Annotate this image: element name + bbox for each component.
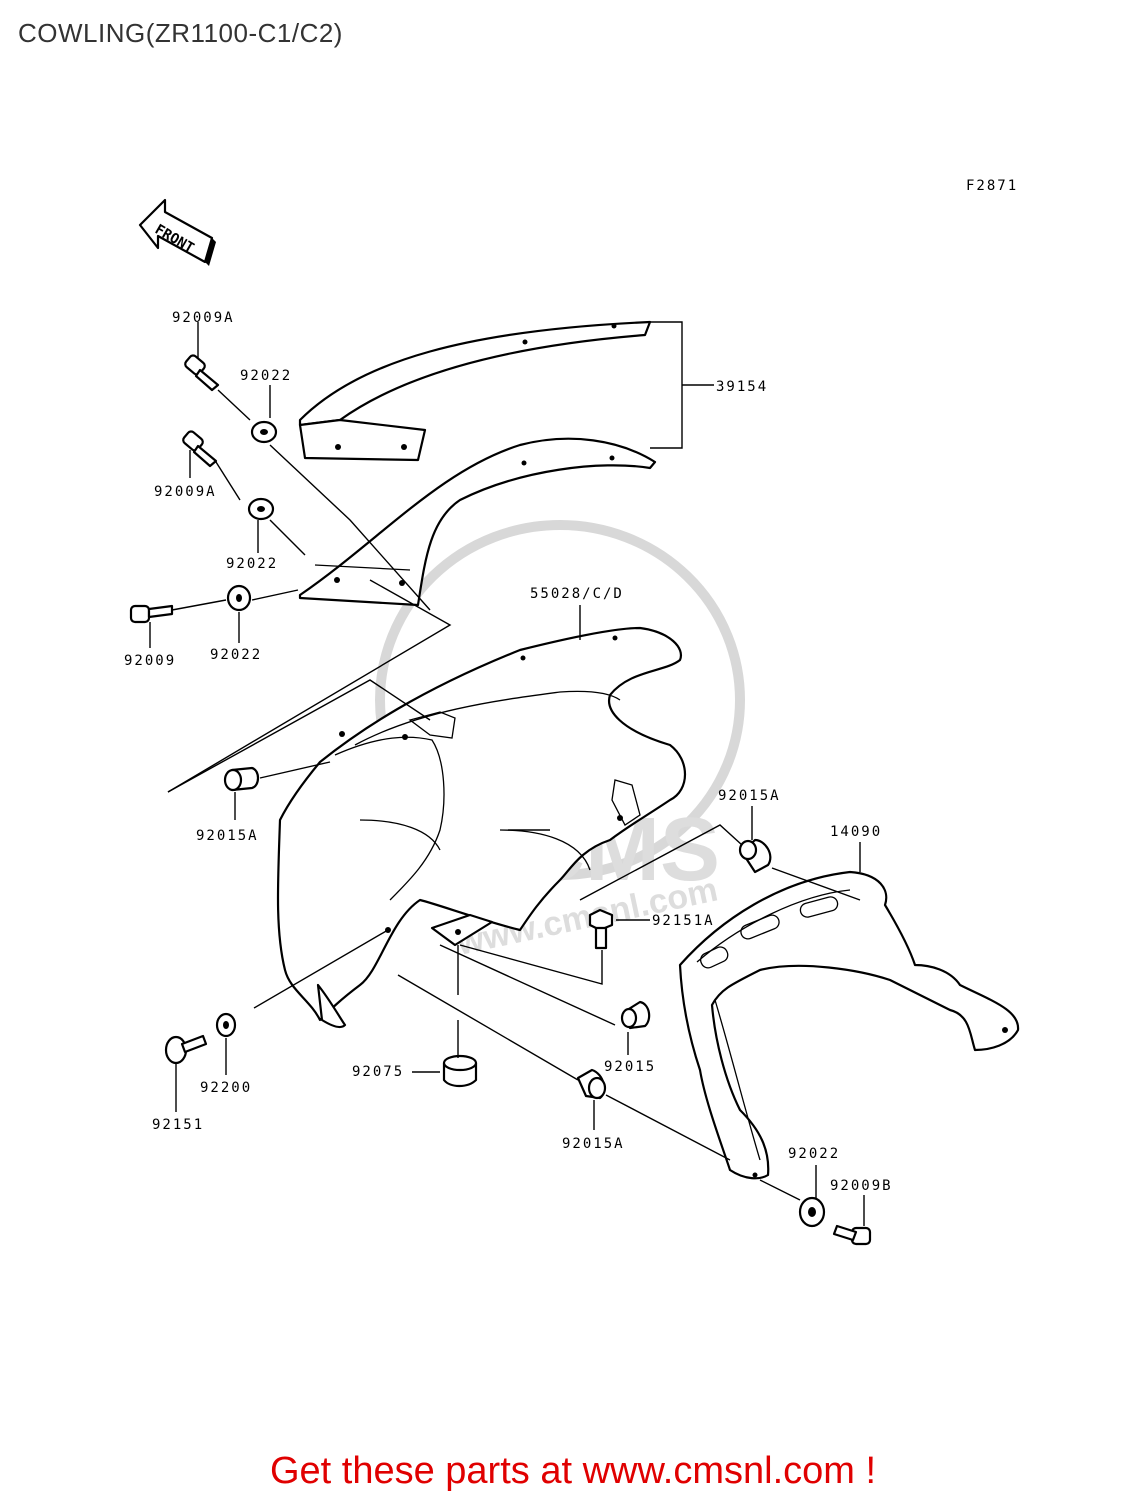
screw-92009B-icon xyxy=(832,1224,872,1246)
label-92015A-left: 92015A xyxy=(196,828,259,844)
label-92009A-mid: 92009A xyxy=(154,484,217,500)
label-92151: 92151 xyxy=(152,1117,204,1133)
collar-92015-icon xyxy=(620,1000,651,1030)
label-55028: 55028/C/D xyxy=(530,586,624,602)
grommet-92015A-right-icon xyxy=(738,838,772,874)
label-92022-low: 92022 xyxy=(210,647,262,663)
damper-92075-icon xyxy=(442,1054,478,1088)
grommet-92015A-left-icon xyxy=(223,766,260,792)
bolt-92151-icon xyxy=(164,1034,208,1065)
screw-92009-icon xyxy=(129,604,174,624)
washer-92022-low-icon xyxy=(226,584,252,612)
page-title: COWLING(ZR1100-C1/C2) xyxy=(18,18,343,48)
label-14090: 14090 xyxy=(830,824,882,840)
label-92151A: 92151A xyxy=(652,913,715,929)
label-92022-mid: 92022 xyxy=(226,556,278,572)
label-92009A-top: 92009A xyxy=(172,310,235,326)
washer-92022-mid-icon xyxy=(247,497,275,521)
cowling-parts-diagram: CMS www.cmsnl.com F2871 FRONT xyxy=(124,178,1020,1246)
screw-92009A-top-icon xyxy=(184,354,220,392)
label-39154: 39154 xyxy=(716,379,768,395)
screw-92009A-mid-icon xyxy=(182,430,218,468)
label-92015: 92015 xyxy=(604,1059,656,1075)
front-direction-icon: FRONT xyxy=(138,198,216,266)
label-92200: 92200 xyxy=(200,1080,252,1096)
washer-92022-right-icon xyxy=(798,1196,826,1228)
cowling-stay-bracket-part xyxy=(678,870,1020,1180)
label-92009B: 92009B xyxy=(830,1178,893,1194)
label-92022-right: 92022 xyxy=(788,1146,840,1162)
leader-lines xyxy=(149,321,865,1226)
washer-92022-top-icon xyxy=(250,420,278,444)
washer-92200-icon xyxy=(215,1012,237,1038)
collar-92015A-bottom-icon xyxy=(576,1068,607,1100)
footer-promo-link[interactable]: Get these parts at www.cmsnl.com ! xyxy=(269,1450,877,1492)
label-92022-top: 92022 xyxy=(240,368,292,384)
label-92015A-right: 92015A xyxy=(718,788,781,804)
bolt-92151A-icon xyxy=(588,908,614,950)
label-92015A-bottom: 92015A xyxy=(562,1136,625,1152)
label-92075: 92075 xyxy=(352,1064,404,1080)
label-92009: 92009 xyxy=(124,653,176,669)
windshield-part xyxy=(298,320,657,607)
figure-code: F2871 xyxy=(966,178,1018,194)
upper-cowling-part xyxy=(276,626,686,1029)
